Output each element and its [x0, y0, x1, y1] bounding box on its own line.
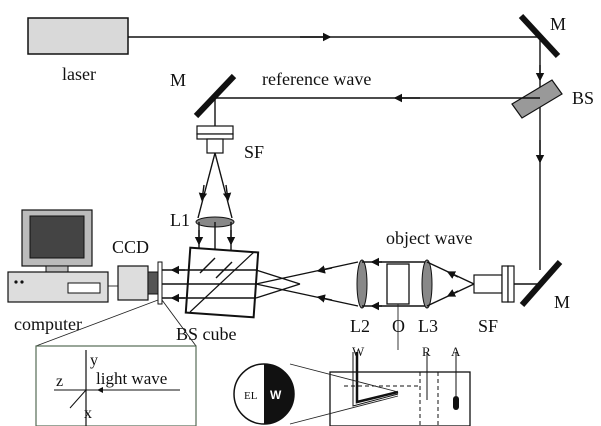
electrode-el-label: EL	[244, 390, 258, 402]
inset-coordinate-box	[35, 345, 197, 426]
obj-beam-cross-4	[255, 283, 301, 299]
obj-arrow-upper	[316, 265, 333, 274]
bs-cube-label: BS cube	[176, 324, 237, 344]
mirror-top-right	[518, 13, 561, 59]
computer	[7, 209, 109, 303]
obj-beam-cross-3	[255, 269, 301, 285]
spatial-filter-top-label: SF	[244, 142, 264, 162]
spatial-filter-bottom-label: SF	[478, 316, 498, 336]
mirror-top-left-label: M	[170, 70, 186, 90]
lens-l2	[356, 259, 368, 309]
inset-axis-y: y	[90, 352, 98, 369]
inset-axis-z: z	[56, 373, 63, 390]
beam-splitter	[511, 79, 563, 119]
ccd-label: CCD	[112, 237, 149, 257]
ref-expand-left	[197, 152, 216, 219]
inset-axis-x: x	[84, 405, 92, 422]
cube-internal-1	[199, 257, 216, 274]
electrode-zoom-line-top	[289, 363, 399, 393]
beam-splitter-label: BS	[572, 88, 594, 108]
lens-l2-label: L2	[350, 316, 370, 336]
object-label: O	[392, 316, 405, 336]
spatial-filter-bottom	[473, 265, 515, 303]
electrode-w-label: W	[270, 388, 282, 402]
inset-light-wave-label: light wave	[96, 369, 167, 388]
computer-label: computer	[14, 314, 82, 334]
mirror-top-right-label: M	[550, 14, 566, 34]
ref-expand-arrow-left	[198, 184, 208, 202]
obj-arrow-lower	[316, 294, 333, 303]
electrode-cross-section	[233, 363, 295, 425]
laser-source	[27, 17, 129, 55]
obj-beam-cross-2	[255, 283, 359, 307]
bs-cube	[184, 246, 260, 319]
laser-label: laser	[62, 64, 96, 84]
obj-in-arrow-top	[446, 271, 459, 279]
object-wave-label: object wave	[386, 228, 472, 248]
mirror-top-left	[193, 73, 237, 119]
mirror-bottom-right-label: M	[554, 292, 570, 312]
lens-l3	[421, 259, 433, 309]
electrochemical-cell	[329, 352, 471, 426]
ccd-camera	[117, 261, 163, 305]
ref-expand-arrow-right	[222, 184, 232, 202]
inset-zoom-line-right	[161, 299, 197, 347]
obj-in-arrow-bottom	[446, 289, 459, 297]
object-cell	[386, 263, 410, 350]
obj-beam-cross-1	[255, 261, 359, 285]
cube-internal-2	[215, 261, 233, 279]
electrode-zoom-line-bottom	[289, 395, 399, 425]
inset-zoom-line-left	[35, 299, 159, 347]
spatial-filter-top	[196, 125, 234, 154]
cell-a-label: A	[451, 344, 461, 359]
lens-l1-label: L1	[170, 210, 190, 230]
lens-l3-label: L3	[418, 316, 438, 336]
ref-expand-right	[214, 152, 233, 219]
mirror-bottom-right	[519, 260, 563, 307]
cell-r-label: R	[422, 344, 431, 359]
cell-w-label: W	[352, 344, 365, 359]
reference-wave-label: reference wave	[262, 69, 371, 89]
